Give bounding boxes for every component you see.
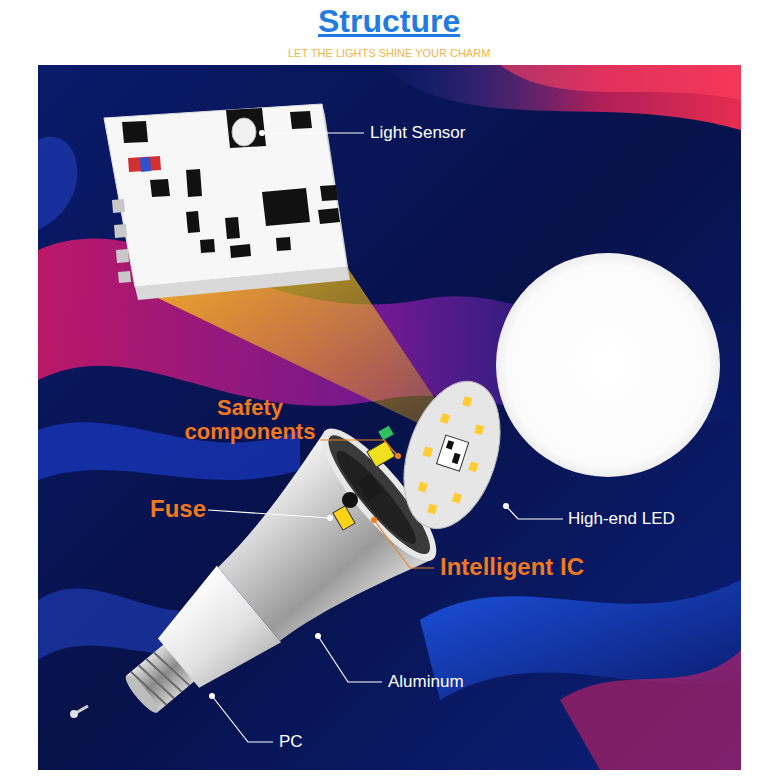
- part-label: Intelligent IC: [440, 554, 584, 580]
- part-label: Safety components: [176, 396, 324, 444]
- page-title: Structure: [318, 4, 460, 39]
- part-label: Fuse: [150, 496, 206, 522]
- part-label: Light Sensor: [370, 124, 465, 143]
- part-label: High-end LED: [568, 510, 675, 529]
- subtitle: LET THE LIGHTS SHINE YOUR CHARM: [288, 47, 490, 59]
- part-label: PC: [279, 733, 303, 752]
- part-label: Aluminum: [388, 673, 464, 692]
